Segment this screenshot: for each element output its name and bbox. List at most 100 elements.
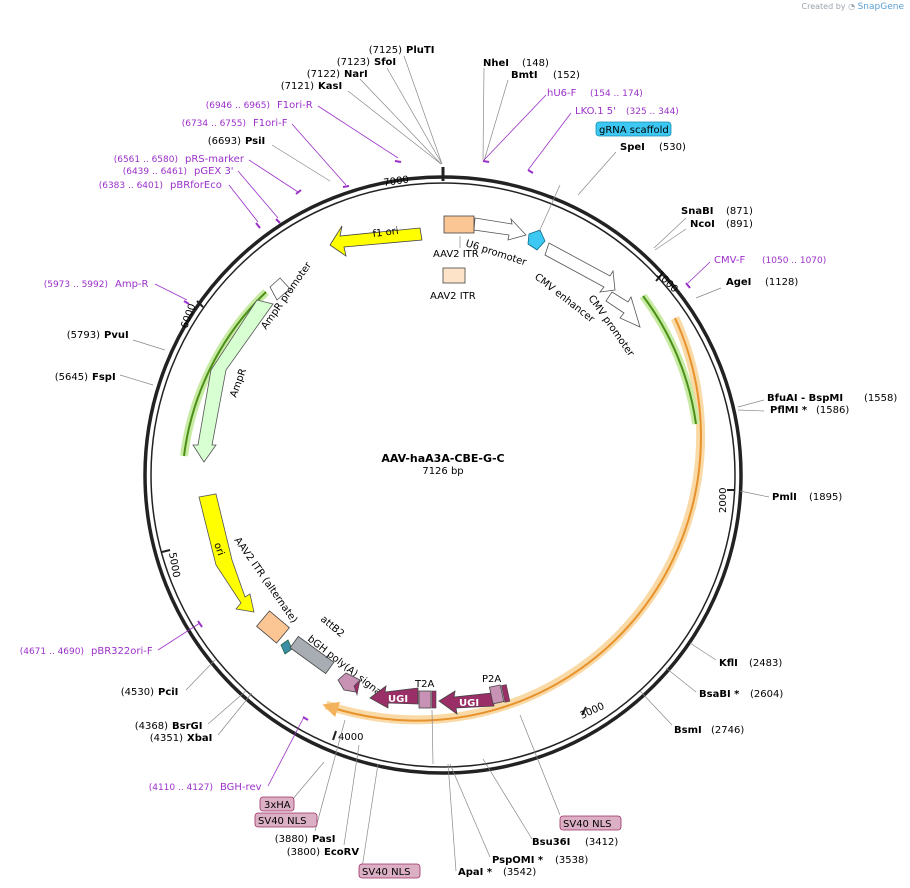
enzyme-bsmi[interactable]: BsmI [674, 725, 702, 736]
enzyme-pos-ncoi: (891) [726, 219, 753, 230]
primer-range-cmv-f: (1050 .. 1070) [762, 256, 826, 266]
cmv-enhancer-arrow[interactable] [544, 242, 616, 293]
primer-pgex3[interactable]: pGEX 3' [194, 166, 234, 177]
enzyme-nari[interactable]: NarI [344, 69, 368, 80]
enzyme-pos-ecorv: (3800) [287, 847, 320, 858]
primer-bgh-rev[interactable]: BGH-rev [220, 782, 262, 793]
enzyme-pos-psii: (6693) [208, 136, 241, 147]
enzyme-pos-pluti: (7125) [369, 45, 402, 56]
tick-label-5000: 5000 [166, 552, 181, 579]
enzyme-ecorv[interactable]: EcoRV [324, 847, 359, 858]
enzyme-bmti[interactable]: BmtI [511, 70, 538, 81]
enzyme-pos-pspomi: (3538) [555, 855, 588, 866]
u6-promoter-arrow[interactable] [473, 217, 527, 241]
f1-ori-arrow[interactable] [329, 225, 423, 257]
enzyme-psii[interactable]: PsiI [245, 136, 265, 147]
enzyme-pos-kfli: (2483) [749, 658, 782, 669]
enzyme-nhei[interactable]: NheI [483, 58, 509, 69]
primer-f1ori-f[interactable]: F1ori-F [253, 118, 288, 129]
enzyme-fspi[interactable]: FspI [92, 372, 116, 383]
enzyme-xbai[interactable]: XbaI [187, 733, 212, 744]
attb2-label: attB2 [318, 614, 346, 640]
primer-prs-marker[interactable]: pRS-marker [185, 154, 245, 165]
enzyme-pos-bfuai-bspmi: (1558) [864, 393, 897, 404]
ugi-arrow-2[interactable] [438, 690, 495, 715]
enzyme-pflmi[interactable]: PflMI * [770, 405, 808, 416]
three-xha-badge[interactable] [259, 796, 295, 812]
t2a-label: T2A [414, 679, 434, 690]
enzyme-pos-xbai: (4351) [150, 733, 183, 744]
primer-amp-r[interactable]: Amp-R [115, 279, 149, 290]
enzyme-ncoi[interactable]: NcoI [690, 219, 715, 230]
enzyme-pvui[interactable]: PvuI [104, 330, 129, 341]
primer-marks [183, 160, 691, 721]
cmv-promoter-arrow[interactable] [605, 291, 641, 328]
enzyme-sfoi[interactable]: SfoI [374, 57, 396, 68]
snapgene-credit: Created by ◔ SnapGene [802, 2, 905, 12]
primer-range-bgh-rev: (4110 .. 4127) [149, 783, 213, 793]
enzyme-snabi[interactable]: SnaBI [681, 206, 713, 217]
ugi-arrow-1[interactable] [369, 685, 419, 709]
aav2-itr-top-box[interactable] [443, 215, 475, 234]
primer-pbr322ori-f[interactable]: pBR322ori-F [91, 646, 153, 657]
enzyme-pos-kasi: (7121) [281, 81, 314, 92]
p2a-label: P2A [482, 674, 501, 685]
enzyme-bsu36i[interactable]: Bsu36I [532, 837, 570, 848]
p2a-box[interactable] [488, 684, 505, 705]
enzyme-pos-pvui: (5793) [67, 330, 100, 341]
three-xha-feature[interactable] [353, 679, 361, 697]
enzyme-apai[interactable]: ApaI * [458, 867, 493, 878]
t2a-box[interactable] [418, 690, 432, 709]
primer-range-prs-marker: (6561 .. 6580) [114, 155, 178, 165]
primer-cmv-f[interactable]: CMV-F [714, 255, 745, 266]
primer-hu6-f[interactable]: hU6-F [547, 88, 577, 99]
enzyme-pos-spei: (530) [659, 142, 686, 153]
grna-scaffold-badge[interactable] [595, 121, 672, 137]
ori-label: ori [211, 541, 226, 557]
snapgene-logo-icon: ◔ [848, 2, 856, 11]
bgh-polya-box[interactable] [289, 635, 335, 675]
sv40-nls-right-feature[interactable] [501, 684, 511, 703]
enzyme-kfli[interactable]: KflI [719, 658, 738, 669]
f1-ori-label: f1 ori [372, 226, 399, 240]
primer-f1ori-r[interactable]: F1ori-R [277, 100, 313, 111]
enzyme-pmli[interactable]: PmlI [772, 492, 797, 503]
sv40-nls-right-badge[interactable] [559, 815, 622, 831]
plasmid-size: 7126 bp [422, 466, 463, 477]
enzyme-pasi[interactable]: PasI [312, 834, 335, 845]
enzyme-agei[interactable]: AgeI [726, 277, 751, 288]
enzyme-pos-agei: (1128) [765, 277, 798, 288]
sv40-nls-right-badge-label: SV40 NLS [563, 819, 612, 830]
ugi-label-1: UGI [388, 694, 408, 705]
enzyme-pcii[interactable]: PciI [158, 687, 178, 698]
credit-prefix: Created by [801, 2, 846, 11]
enzyme-bsabi[interactable]: BsaBI * [699, 689, 740, 700]
enzyme-pos-pflmi: (1586) [816, 405, 849, 416]
enzyme-bfuai-bspmi[interactable]: BfuAI - BspMI [767, 393, 843, 404]
grna-scaffold-arrow[interactable] [527, 229, 546, 251]
enzyme-pspomi[interactable]: PspOMI * [492, 855, 544, 866]
primer-lko1-5[interactable]: LKO.1 5' [575, 106, 616, 117]
enzyme-kasi[interactable]: KasI [318, 81, 342, 92]
primer-pbrforeco[interactable]: pBRforEco [170, 180, 222, 191]
enzyme-spei[interactable]: SpeI [620, 142, 645, 153]
ori-arrow[interactable] [198, 493, 255, 613]
enzyme-pos-bsu36i: (3412) [585, 837, 618, 848]
ampr-promoter-arrow[interactable] [269, 277, 292, 301]
tick-label-2000: 2000 [718, 488, 729, 513]
sv40-nls-left-badge[interactable] [254, 812, 318, 828]
enzyme-pluti[interactable]: PluTI [406, 45, 434, 56]
ampr-green-arc [183, 291, 267, 457]
aav2-itr-top-label: AAV2 ITR [433, 249, 479, 260]
sv40-nls-bottom-badge[interactable] [358, 863, 421, 879]
aav2-itr-box[interactable] [442, 267, 466, 284]
aav2-itr-alternate-label: AAV2 ITR (alternate) [232, 535, 300, 625]
enzyme-pos-bsmi: (2746) [711, 725, 744, 736]
ampr-arrow[interactable] [192, 299, 274, 463]
primer-range-hu6-f: (154 .. 174) [590, 89, 643, 99]
primer-range-f1ori-r: (6946 .. 6965) [206, 101, 270, 111]
enzyme-bsrgi[interactable]: BsrGI [172, 721, 202, 732]
aav2-itr-alternate-box[interactable] [256, 610, 290, 644]
sv40-nls-bottom-feature[interactable] [431, 690, 437, 709]
